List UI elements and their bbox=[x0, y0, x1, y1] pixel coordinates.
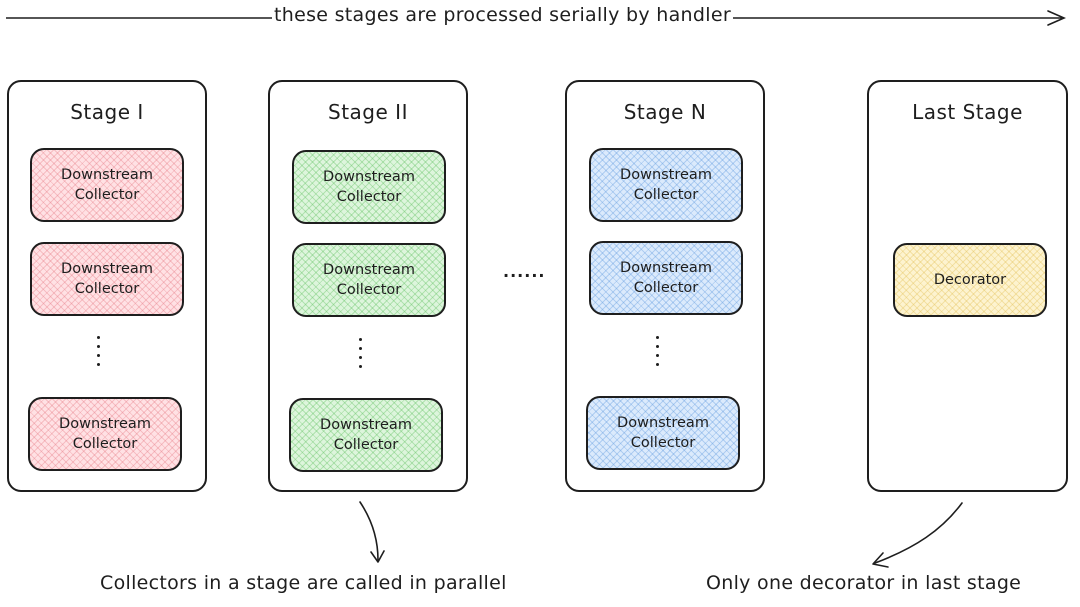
collector-label: Collector bbox=[72, 436, 138, 452]
decorator-caption: Only one decorator in last stage bbox=[706, 572, 1022, 594]
last-stage-container: Last Stage Decorator bbox=[867, 80, 1068, 492]
collector-label: Collector bbox=[630, 435, 696, 451]
parallel-caption: Collectors in a stage are called in para… bbox=[100, 572, 507, 594]
stage-1-title: Stage I bbox=[70, 100, 144, 124]
collector-label: Downstream bbox=[59, 416, 151, 432]
collector-label: Downstream bbox=[323, 262, 415, 278]
collector-label: Collector bbox=[333, 437, 399, 453]
collector-label: Downstream bbox=[617, 415, 709, 431]
collector-label: Collector bbox=[336, 189, 402, 205]
collector-label: Collector bbox=[633, 187, 699, 203]
collector-label: Downstream bbox=[61, 167, 153, 183]
stage-2-title: Stage II bbox=[328, 100, 408, 124]
decorator-box: Decorator bbox=[893, 243, 1047, 317]
collector-label: Collector bbox=[633, 280, 699, 296]
last-stage-title: Last Stage bbox=[912, 100, 1023, 124]
stage-n-title: Stage N bbox=[623, 100, 707, 124]
collector-label: Downstream bbox=[620, 167, 712, 183]
stage-2-more-dots bbox=[359, 338, 363, 374]
more-stages-ellipsis: ...... bbox=[503, 262, 546, 281]
collector-label: Downstream bbox=[61, 261, 153, 277]
collector-label: Collector bbox=[336, 282, 402, 298]
serial-label: these stages are processed serially by h… bbox=[272, 4, 733, 26]
collector-label: Downstream bbox=[620, 260, 712, 276]
collector-label: Downstream bbox=[323, 169, 415, 185]
collector-label: Collector bbox=[74, 187, 140, 203]
stage-1-more-dots bbox=[97, 336, 101, 372]
decorator-label: Decorator bbox=[933, 272, 1007, 288]
collector-label: Collector bbox=[74, 281, 140, 297]
stage-n-more-dots bbox=[656, 336, 660, 372]
collector-label: Downstream bbox=[320, 417, 412, 433]
